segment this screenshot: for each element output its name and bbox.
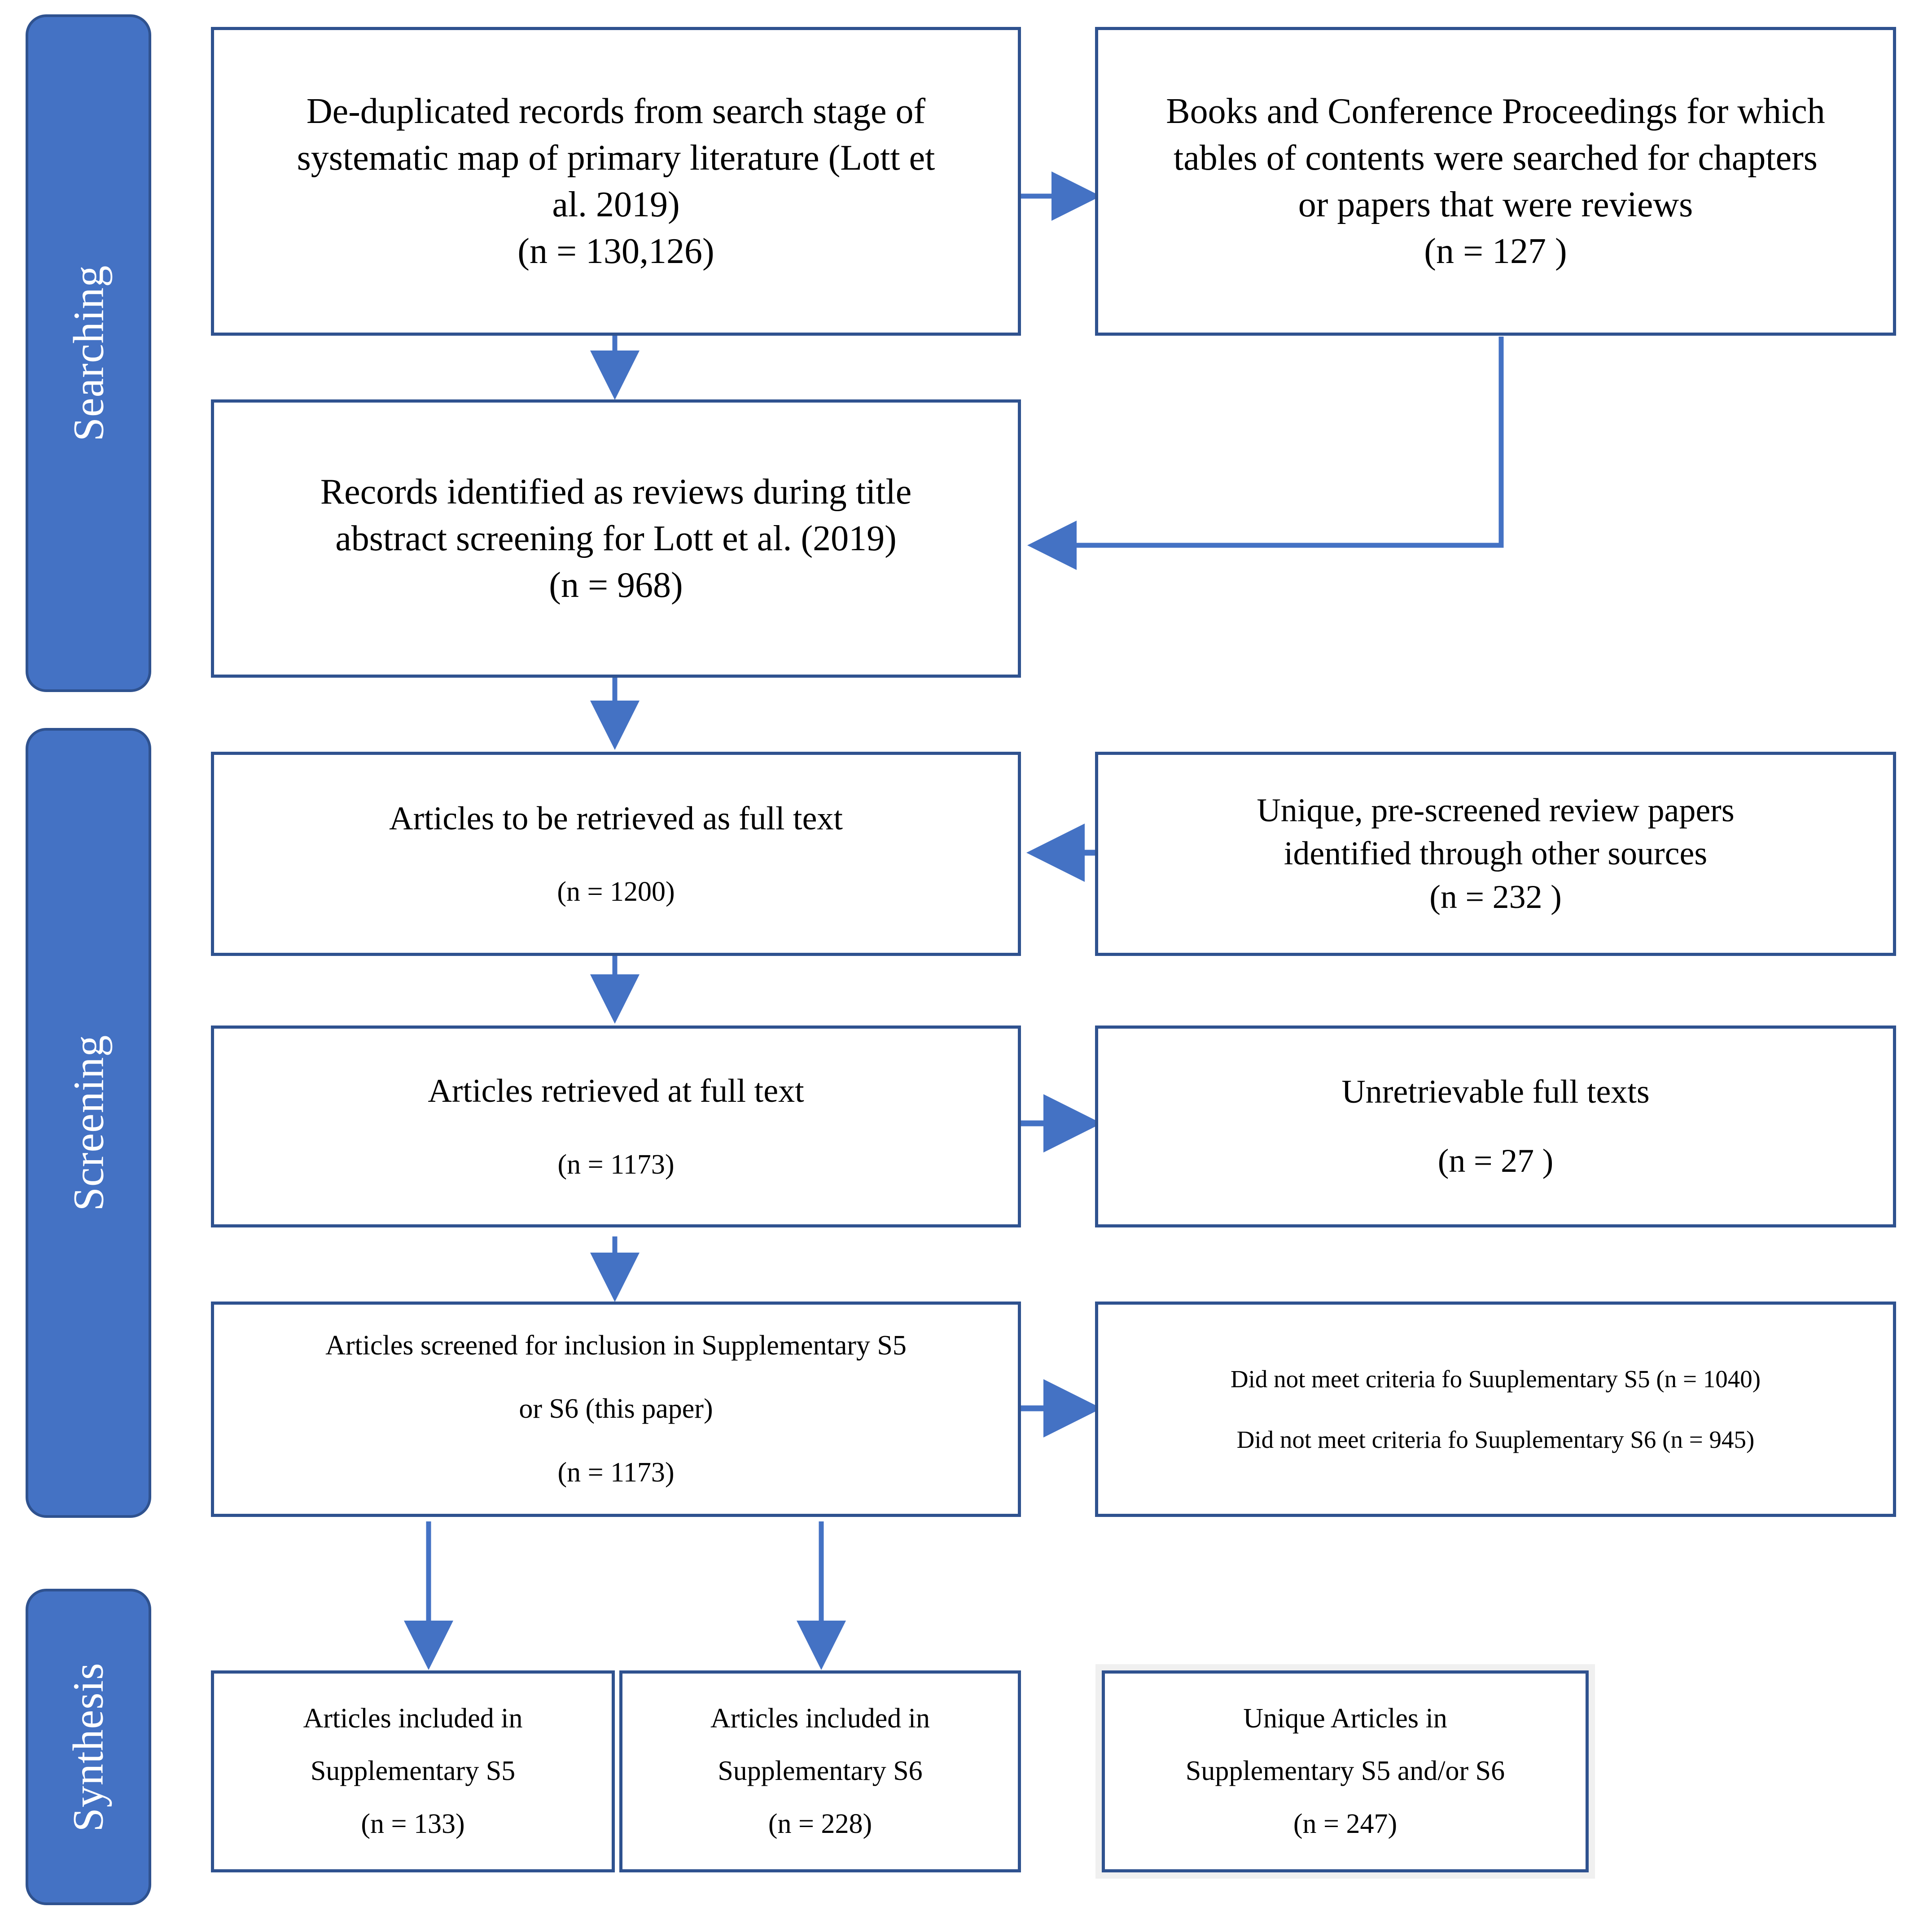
stage-label-searching: Searching	[64, 265, 113, 442]
did-not-meet-line1: Did not meet criteria fo Suuplementary S…	[1230, 1365, 1761, 1393]
box-unique-other-sources: Unique, pre-screened review papers ident…	[1095, 752, 1896, 956]
included-s5-line2: Supplementary S5	[310, 1756, 516, 1787]
box-unretrievable-full-texts: Unretrievable full texts (n = 27 )	[1095, 1026, 1896, 1227]
box-books-conference-proceedings: Books and Conference Proceedings for whi…	[1095, 27, 1896, 336]
to-be-retrieved-count: (n = 1200)	[557, 877, 675, 907]
included-s6-line1: Articles included in	[710, 1703, 930, 1734]
did-not-meet-line2: Did not meet criteria fo Suuplementary S…	[1236, 1426, 1755, 1453]
connector-books-to-records	[1027, 337, 1504, 570]
books-conference-line3: or papers that were reviews	[1298, 185, 1693, 224]
stage-band-synthesis: Synthesis	[26, 1589, 151, 1905]
retrieved-full-text-count: (n = 1173)	[557, 1149, 675, 1180]
deduplicated-records-line3: al. 2019)	[552, 185, 680, 224]
stage-label-screening: Screening	[64, 1034, 113, 1211]
books-conference-count: (n = 127 )	[1424, 232, 1567, 271]
included-s6-line2: Supplementary S6	[718, 1756, 923, 1787]
box-articles-included-s5: Articles included in Supplementary S5 (n…	[211, 1670, 615, 1872]
screened-for-inclusion-line2: or S6 (this paper)	[519, 1394, 713, 1424]
other-sources-line1: Unique, pre-screened review papers	[1257, 792, 1735, 829]
box-unique-articles: Unique Articles in Supplementary S5 and/…	[1102, 1670, 1589, 1872]
deduplicated-records-count: (n = 130,126)	[517, 232, 714, 271]
included-s5-count: (n = 133)	[361, 1808, 465, 1839]
box-articles-to-be-retrieved: Articles to be retrieved as full text (n…	[211, 752, 1021, 956]
box-records-identified-as-reviews: Records identified as reviews during tit…	[211, 399, 1021, 678]
deduplicated-records-line1: De-duplicated records from search stage …	[306, 92, 926, 131]
screened-for-inclusion-count: (n = 1173)	[557, 1457, 675, 1488]
included-s6-count: (n = 228)	[768, 1808, 872, 1839]
included-s5-line1: Articles included in	[303, 1703, 523, 1734]
box-articles-retrieved-full-text: Articles retrieved at full text (n = 117…	[211, 1026, 1021, 1227]
unretrievable-line1: Unretrievable full texts	[1341, 1073, 1650, 1110]
other-sources-count: (n = 232 )	[1429, 878, 1562, 916]
box-deduplicated-records: De-duplicated records from search stage …	[211, 27, 1021, 336]
books-conference-line2: tables of contents were searched for cha…	[1174, 138, 1818, 178]
stage-label-synthesis: Synthesis	[64, 1662, 112, 1832]
retrieved-full-text-line1: Articles retrieved at full text	[428, 1073, 804, 1110]
records-as-reviews-count: (n = 968)	[549, 565, 683, 605]
stage-band-screening: Screening	[26, 728, 151, 1518]
records-as-reviews-line2: abstract screening for Lott et al. (2019…	[335, 519, 897, 558]
records-as-reviews-line1: Records identified as reviews during tit…	[320, 472, 912, 512]
other-sources-line2: identified through other sources	[1284, 835, 1708, 872]
screened-for-inclusion-line1: Articles screened for inclusion in Suppl…	[325, 1330, 907, 1361]
stage-band-searching: Searching	[26, 14, 151, 692]
box-did-not-meet-criteria: Did not meet criteria fo Suuplementary S…	[1095, 1302, 1896, 1517]
box-articles-included-s6: Articles included in Supplementary S6 (n…	[619, 1670, 1021, 1872]
books-conference-line1: Books and Conference Proceedings for whi…	[1166, 92, 1825, 131]
box-articles-screened-for-inclusion: Articles screened for inclusion in Suppl…	[211, 1302, 1021, 1517]
to-be-retrieved-line1: Articles to be retrieved as full text	[389, 800, 843, 837]
unique-articles-count: (n = 247)	[1293, 1808, 1398, 1839]
unretrievable-count: (n = 27 )	[1437, 1143, 1554, 1179]
deduplicated-records-line2: systematic map of primary literature (Lo…	[297, 138, 935, 178]
unique-articles-line2: Supplementary S5 and/or S6	[1185, 1756, 1505, 1787]
unique-articles-line1: Unique Articles in	[1243, 1703, 1447, 1734]
